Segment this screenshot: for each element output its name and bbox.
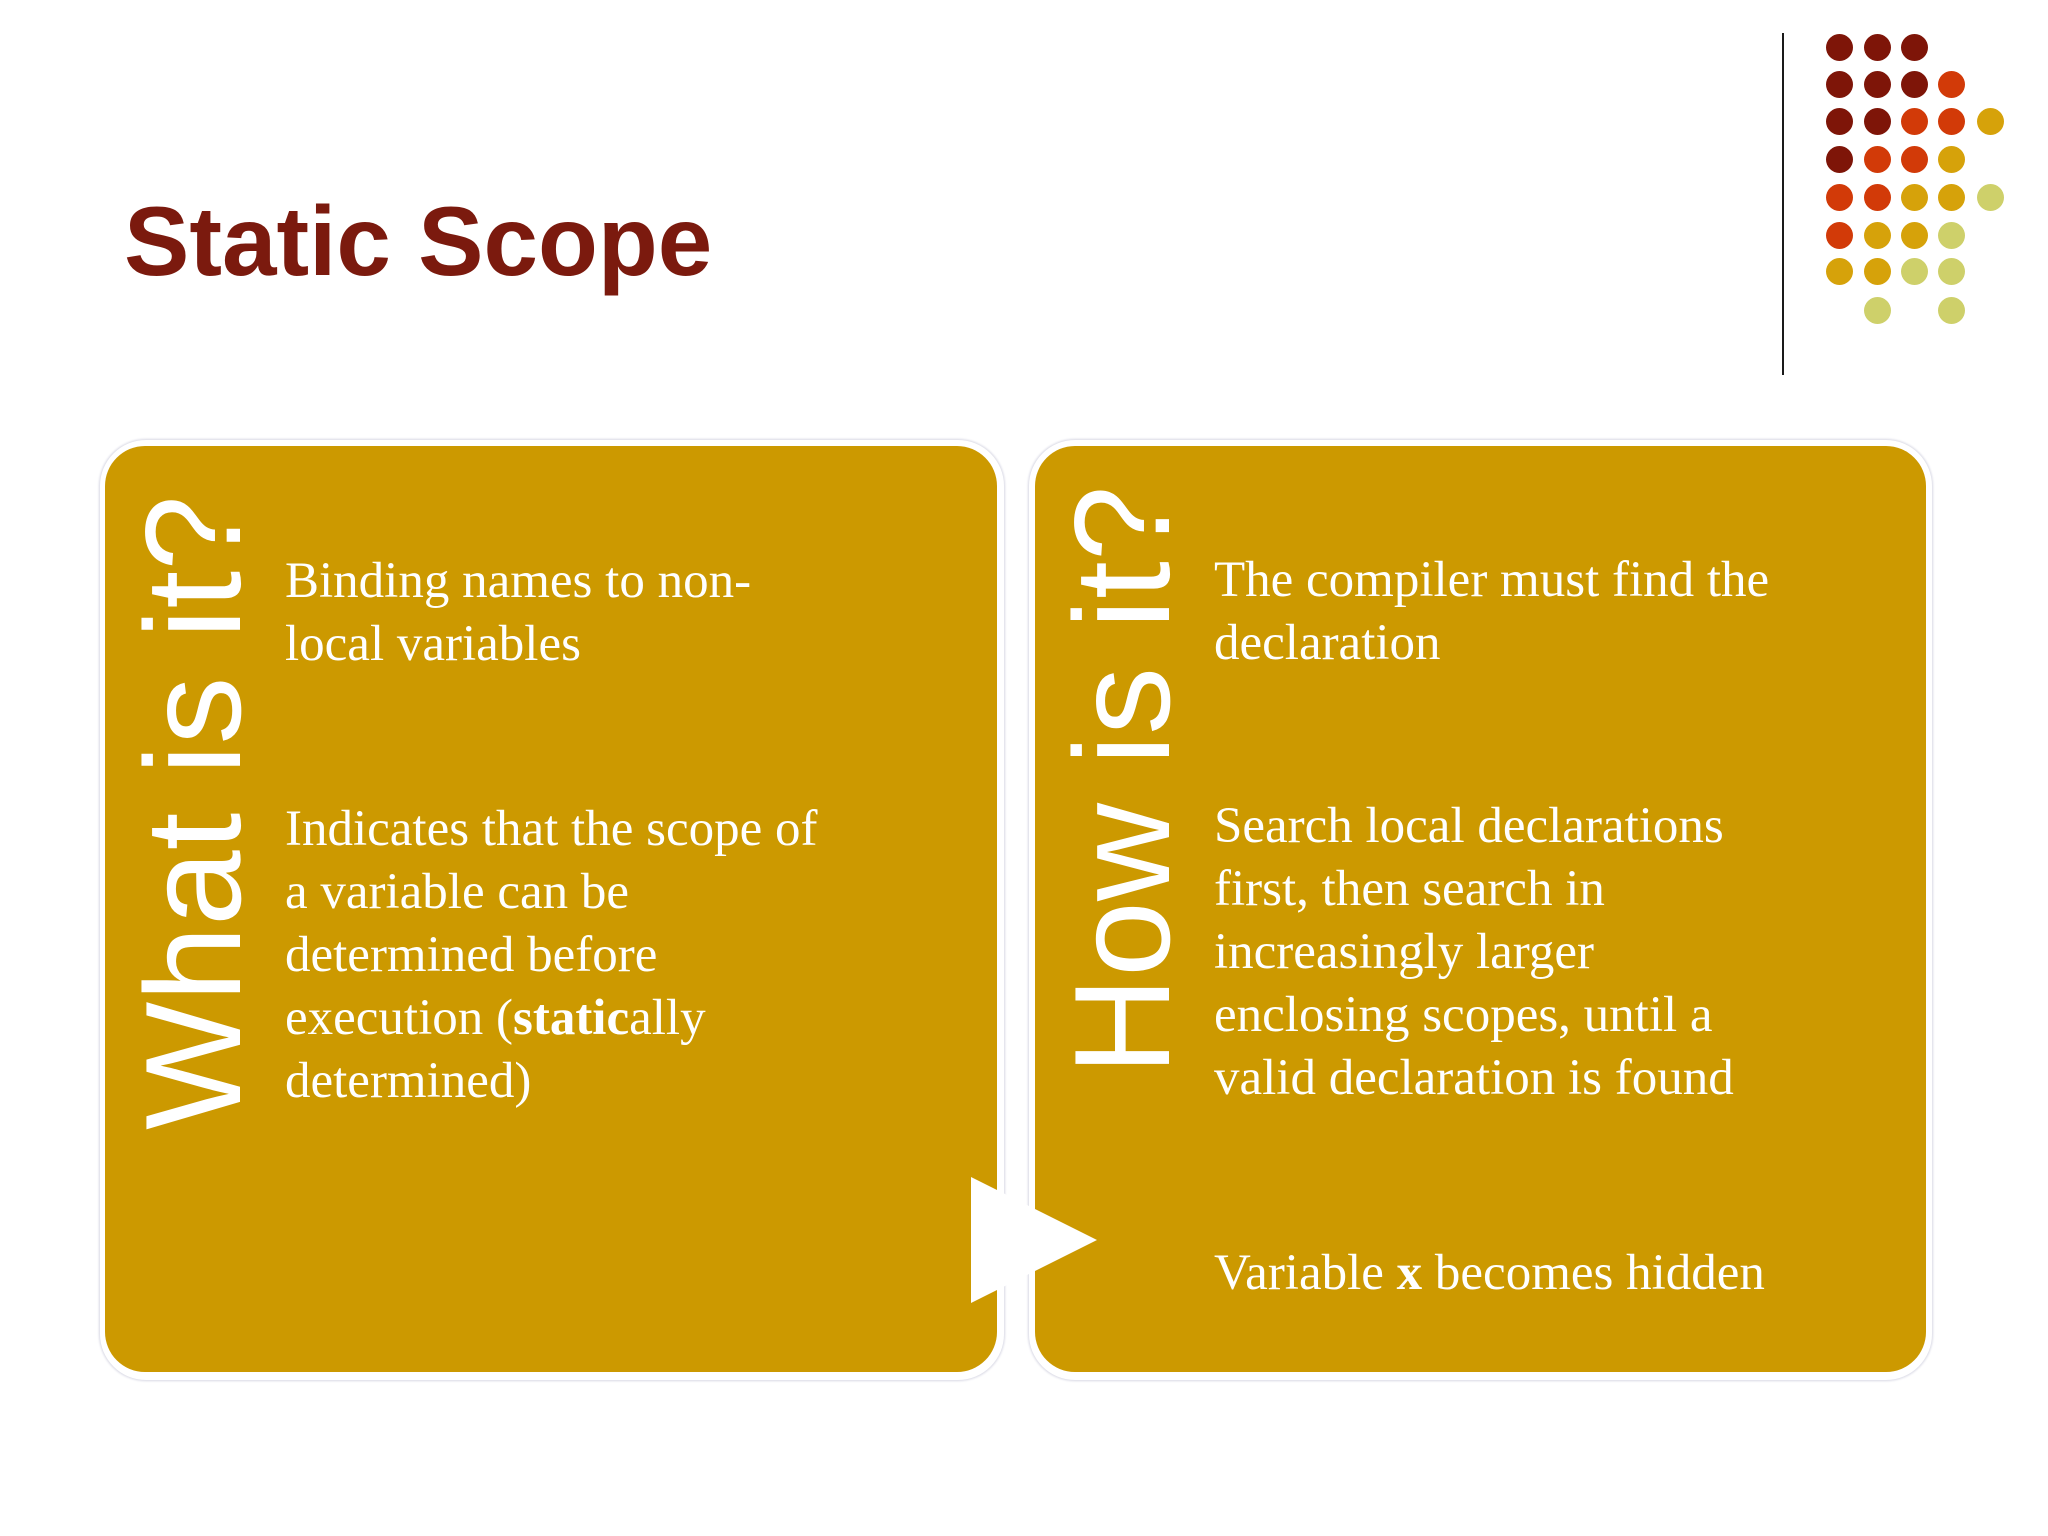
how-p1-line-1: The compiler must find the <box>1214 552 1770 608</box>
decorative-dot <box>1825 107 1853 135</box>
how-p2-line-3: increasingly larger <box>1214 924 1594 980</box>
text-segment: execution ( <box>285 990 513 1046</box>
what-paragraph-2: Indicates that the scope of a variable c… <box>285 798 817 1113</box>
what-p2-line-4: execution (statically <box>285 987 817 1050</box>
decorative-dot <box>1863 107 1891 135</box>
decorative-dot <box>1937 183 1965 211</box>
decorative-dot <box>1825 183 1853 211</box>
what-p2-line-5: determined) <box>285 1053 532 1109</box>
decorative-dot <box>1825 70 1853 98</box>
decorative-dot <box>1900 145 1928 173</box>
decorative-dot <box>1863 145 1891 173</box>
what-heading: What is it? <box>117 495 269 1130</box>
how-p2-line-2: first, then search in <box>1214 861 1605 917</box>
decorative-dot <box>1900 183 1928 211</box>
decorative-dot <box>1937 70 1965 98</box>
what-p2-line-1: Indicates that the scope of <box>285 801 818 857</box>
how-p2-line-5: valid declaration is found <box>1214 1050 1734 1106</box>
how-p2-line-4: enclosing scopes, until a <box>1214 987 1713 1043</box>
how-p1-line-2: declaration <box>1214 615 1441 671</box>
how-paragraph-1: The compiler must find the declaration <box>1214 549 1769 675</box>
bold-segment: static <box>512 990 630 1046</box>
decorative-dot <box>1825 33 1853 61</box>
text-segment: Variable <box>1214 1245 1397 1301</box>
decorative-dot <box>1976 107 2004 135</box>
decorative-dot <box>1825 145 1853 173</box>
decorative-dot <box>1937 145 1965 173</box>
decorative-dot <box>1825 257 1853 285</box>
what-p2-line-2: a variable can be <box>285 864 630 920</box>
decorative-dot <box>1863 221 1891 249</box>
decorative-dot <box>1937 257 1965 285</box>
decorative-dot <box>1863 33 1891 61</box>
decorative-dot <box>1863 296 1891 324</box>
decorative-dot <box>1900 107 1928 135</box>
slide-title: Static Scope <box>124 186 713 296</box>
decorative-dot <box>1900 221 1928 249</box>
how-paragraph-3: Variable x becomes hidden <box>1214 1242 1765 1305</box>
how-p2-line-1: Search local declarations <box>1214 798 1724 854</box>
what-p2-line-3: determined before <box>285 927 658 983</box>
decorative-dot <box>1900 70 1928 98</box>
what-p1-line-2: local variables <box>285 616 581 672</box>
decorative-dot <box>1937 107 1965 135</box>
decorative-dot <box>1863 70 1891 98</box>
decorative-dot <box>1900 257 1928 285</box>
decorative-dot <box>1863 183 1891 211</box>
header-divider-line <box>1782 33 1784 375</box>
flow-arrow-icon <box>971 1177 1097 1303</box>
decorative-dot <box>1825 221 1853 249</box>
decorative-dot <box>1900 33 1928 61</box>
decorative-dot <box>1937 296 1965 324</box>
how-panel <box>1035 446 1926 1372</box>
bold-variable-x: x <box>1396 1245 1423 1301</box>
text-segment: becomes hidden <box>1422 1245 1765 1301</box>
how-paragraph-2: Search local declarations first, then se… <box>1214 795 1734 1110</box>
what-panel <box>105 446 997 1372</box>
decorative-dot <box>1863 257 1891 285</box>
text-segment: ally <box>629 990 706 1046</box>
decorative-dot <box>1976 183 2004 211</box>
how-heading: How is it? <box>1046 485 1198 1076</box>
decorative-dot <box>1937 221 1965 249</box>
what-paragraph-1: Binding names to non- local variables <box>285 550 751 676</box>
what-p1-line-1: Binding names to non- <box>285 553 752 609</box>
